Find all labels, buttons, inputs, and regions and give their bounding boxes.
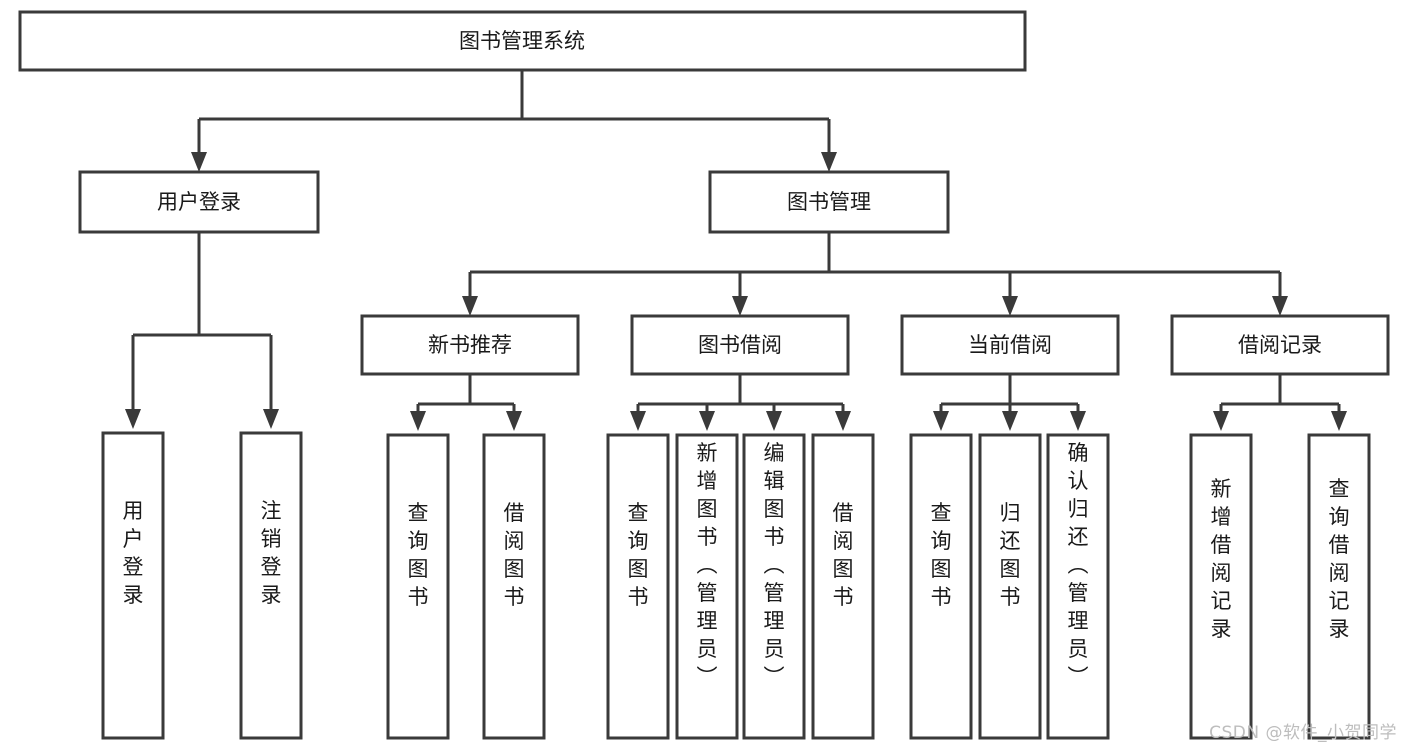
leaf-node[interactable]: 确认归还︵管理员︶ [1046, 433, 1110, 740]
arrow-to-leaf-user-login [125, 409, 141, 429]
leaf-cb-return-book-label: 归还图书 [1000, 501, 1021, 609]
connector-group-book-mgmt [462, 232, 1288, 316]
arrow-to-leaf-logout [263, 409, 279, 429]
node-book-borrow[interactable]: 图书借阅 [630, 314, 850, 376]
arrow-to-user-login [191, 152, 207, 172]
leaf-node[interactable]: 查询图书 [386, 433, 450, 740]
arrow-to-br-leaf-2 [1331, 411, 1347, 431]
node-book-borrow-box[interactable] [630, 314, 850, 376]
node-book-borrow-label: 图书借阅 [698, 333, 782, 357]
node-root-label: 图书管理系统 [459, 29, 585, 53]
leaf-node[interactable]: 借阅图书 [811, 433, 875, 740]
node-root[interactable]: 图书管理系统 [18, 10, 1027, 72]
leaf-bb-borrow-book-box[interactable] [811, 433, 875, 740]
leaf-br-query-record-label: 查询借阅记录 [1329, 477, 1350, 641]
leaf-bb-borrow-book-label: 借阅图书 [833, 501, 854, 609]
connector-group-current-borrow [933, 374, 1086, 431]
node-current-borrow-box[interactable] [900, 314, 1120, 376]
node-borrow-record-label: 借阅记录 [1238, 333, 1322, 357]
leaf-node[interactable]: 编辑图书︵管理员︶ [742, 433, 806, 740]
connector-group-root [191, 70, 837, 172]
connector-group-user-login [125, 232, 279, 429]
arrow-to-cb-leaf-1 [933, 411, 949, 431]
leaf-node[interactable]: 新增图书︵管理员︶ [675, 433, 739, 740]
arrow-to-bb-leaf-1 [630, 411, 646, 431]
leaf-br-query-record-box[interactable] [1307, 433, 1371, 740]
leaf-cb-return-book-box[interactable] [978, 433, 1042, 740]
node-new-book-recommend-box[interactable] [360, 314, 580, 376]
leaf-nb-borrow-book-label: 借阅图书 [504, 501, 525, 609]
leaf-bb-edit-book-box[interactable] [742, 433, 806, 740]
leaf-bb-query-book-label: 查询图书 [628, 501, 649, 609]
leaf-user-login-box[interactable] [101, 431, 165, 740]
leaf-nb-borrow-book-box[interactable] [482, 433, 546, 740]
leaf-node[interactable]: 归还图书 [978, 433, 1042, 740]
leaf-bb-add-book-box[interactable] [675, 433, 739, 740]
arrow-to-nb-leaf-2 [506, 411, 522, 431]
node-user-login-box[interactable] [78, 170, 320, 234]
leaf-bb-add-book-label: 新增图书︵管理员︶ [697, 441, 718, 689]
leaf-node[interactable]: 查询图书 [909, 433, 973, 740]
node-borrow-record[interactable]: 借阅记录 [1170, 314, 1390, 376]
leaf-cb-confirm-return-label: 确认归还︵管理员︶ [1068, 441, 1089, 689]
node-user-login[interactable]: 用户登录 [78, 170, 320, 234]
node-root-box[interactable] [18, 10, 1027, 72]
leaf-logout-box[interactable] [239, 431, 303, 740]
leaf-br-add-record-label: 新增借阅记录 [1211, 477, 1232, 641]
leaf-cb-confirm-return-box[interactable] [1046, 433, 1110, 740]
arrow-to-br-leaf-1 [1213, 411, 1229, 431]
arrow-to-new-book-rec [462, 296, 478, 316]
arrow-to-nb-leaf-1 [410, 411, 426, 431]
leaf-node[interactable]: 注销登录 [239, 431, 303, 740]
leaf-nb-query-book-box[interactable] [386, 433, 450, 740]
arrow-to-bb-leaf-4 [835, 411, 851, 431]
node-new-book-recommend[interactable]: 新书推荐 [360, 314, 580, 376]
leaf-cb-query-book-label: 查询图书 [931, 501, 952, 609]
arrow-to-borrow-record [1272, 296, 1288, 316]
connector-group-book-borrow [630, 374, 851, 431]
arrow-to-book-mgmt [821, 152, 837, 172]
node-borrow-record-box[interactable] [1170, 314, 1390, 376]
node-user-login-label: 用户登录 [157, 190, 241, 214]
leaf-logout-label: 注销登录 [261, 499, 282, 607]
connector-group-new-book-rec [410, 374, 522, 431]
node-book-management[interactable]: 图书管理 [708, 170, 950, 234]
arrow-to-current-borrow [1002, 296, 1018, 316]
node-book-management-box[interactable] [708, 170, 950, 234]
node-book-management-label: 图书管理 [787, 190, 871, 214]
arrow-to-bb-leaf-3 [766, 411, 782, 431]
leaf-bb-query-book-box[interactable] [606, 433, 670, 740]
leaf-cb-query-book-box[interactable] [909, 433, 973, 740]
arrow-to-book-borrow [732, 296, 748, 316]
leaf-user-login-label: 用户登录 [123, 499, 144, 607]
arrow-to-cb-leaf-2 [1002, 411, 1018, 431]
node-current-borrow-label: 当前借阅 [968, 333, 1052, 357]
node-new-book-recommend-label: 新书推荐 [428, 333, 512, 357]
leaf-node[interactable]: 用户登录 [101, 431, 165, 740]
arrow-to-bb-leaf-2 [699, 411, 715, 431]
leaf-br-add-record-box[interactable] [1189, 433, 1253, 740]
node-current-borrow[interactable]: 当前借阅 [900, 314, 1120, 376]
leaf-node[interactable]: 查询图书 [606, 433, 670, 740]
leaf-nb-query-book-label: 查询图书 [408, 501, 429, 609]
arrow-to-cb-leaf-3 [1070, 411, 1086, 431]
leaf-node[interactable]: 查询借阅记录 [1307, 433, 1371, 740]
leaf-bb-edit-book-label: 编辑图书︵管理员︶ [764, 441, 785, 689]
leaf-node[interactable]: 借阅图书 [482, 433, 546, 740]
leaf-node[interactable]: 新增借阅记录 [1189, 433, 1253, 740]
connector-group-borrow-record [1213, 374, 1347, 431]
